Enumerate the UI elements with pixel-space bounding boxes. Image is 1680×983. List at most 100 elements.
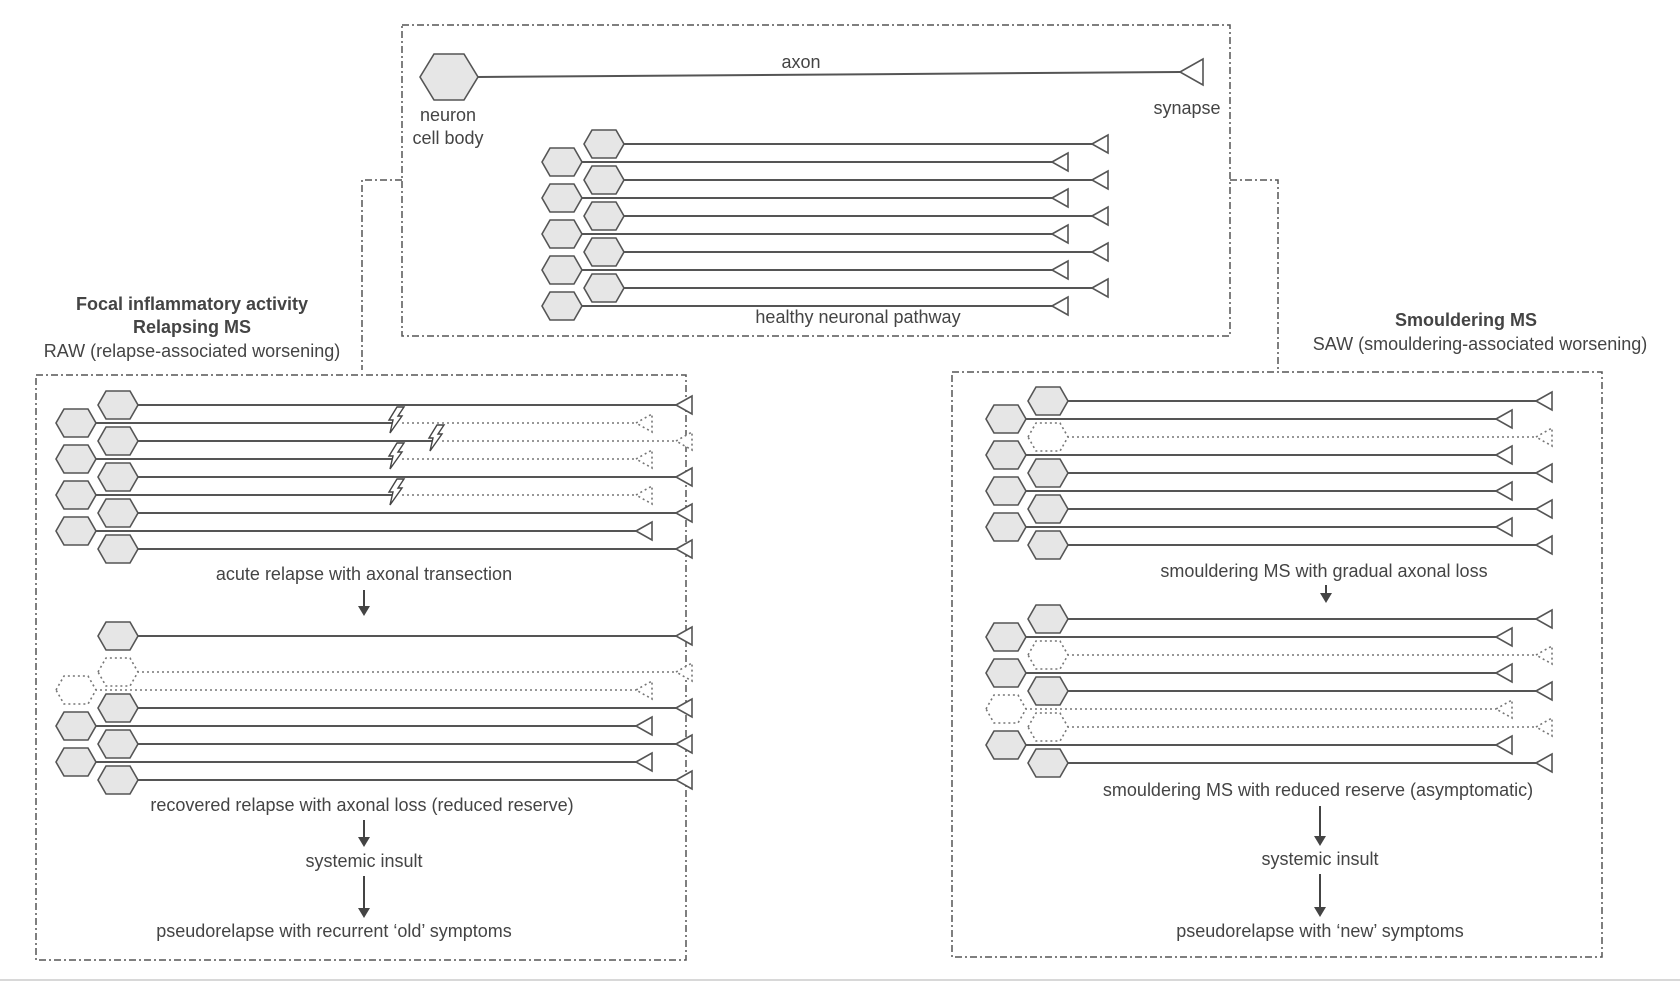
synapse xyxy=(1090,169,1109,191)
arrow-gradual-to-reduced xyxy=(1320,585,1332,603)
lost-synapse xyxy=(634,412,653,434)
relapsing-systemic-insult: systemic insult xyxy=(305,851,422,871)
synapse xyxy=(674,466,693,488)
lost-cell-body xyxy=(55,675,97,705)
cell-body xyxy=(55,747,97,777)
smouldering-subtitle: SAW (smouldering-associated worsening) xyxy=(1313,334,1647,354)
relapsing-title-line1: Focal inflammatory activity xyxy=(76,294,308,314)
recovered-relapse-caption: recovered relapse with axonal loss (redu… xyxy=(150,795,573,815)
relapsing-frame xyxy=(35,374,687,961)
cell-body xyxy=(55,408,97,438)
cell-body xyxy=(583,129,625,159)
acute-relapse-bundle xyxy=(55,390,693,564)
synapse xyxy=(1494,516,1513,538)
acute-relapse-caption: acute relapse with axonal transection xyxy=(216,564,512,584)
lost-cell-body xyxy=(1027,712,1069,742)
lost-cell-body xyxy=(1027,422,1069,452)
synapse xyxy=(674,625,693,647)
right-connector xyxy=(1230,179,1279,370)
cell-body xyxy=(55,480,97,510)
synapse xyxy=(1494,408,1513,430)
cell-body xyxy=(97,765,139,795)
cell-body xyxy=(1027,604,1069,634)
pseudorelapse-new-caption: pseudorelapse with ‘new’ symptoms xyxy=(1176,921,1463,941)
cell-body xyxy=(1027,458,1069,488)
lost-synapse xyxy=(1494,698,1513,720)
lost-synapse xyxy=(674,430,693,452)
cell-body xyxy=(541,291,583,321)
axon-label: axon xyxy=(781,52,820,72)
synapse xyxy=(1090,241,1109,263)
cell-body xyxy=(97,693,139,723)
lost-cell-body xyxy=(97,657,139,687)
cell-body xyxy=(583,201,625,231)
cell-body xyxy=(97,426,139,456)
cell-body xyxy=(97,621,139,651)
relapsing-subtitle: RAW (relapse-associated worsening) xyxy=(44,341,340,361)
lost-cell-body xyxy=(985,694,1027,724)
lost-synapse xyxy=(674,661,693,683)
cell-body xyxy=(1027,530,1069,560)
left-connector xyxy=(361,179,402,370)
cell-body xyxy=(55,711,97,741)
relapsing-title-line2: Relapsing MS xyxy=(133,317,251,337)
cell-body xyxy=(541,255,583,285)
reduced-reserve-caption: smouldering MS with reduced reserve (asy… xyxy=(1103,780,1533,800)
synapse xyxy=(1534,680,1553,702)
lightning-icon xyxy=(387,406,406,434)
synapse xyxy=(674,733,693,755)
cell-body xyxy=(97,534,139,564)
synapse xyxy=(1050,187,1069,209)
cell-body xyxy=(985,658,1027,688)
synapse xyxy=(674,394,693,416)
cell-body xyxy=(97,390,139,420)
cell-body xyxy=(985,512,1027,542)
smouldering-title: Smouldering MS xyxy=(1395,310,1537,330)
synapse xyxy=(1494,444,1513,466)
lost-synapse xyxy=(1534,716,1553,738)
cell-body xyxy=(583,165,625,195)
synapse xyxy=(1534,498,1553,520)
synapse xyxy=(674,697,693,719)
example-synapse xyxy=(1178,57,1204,87)
synapse xyxy=(1534,752,1553,774)
cell-body xyxy=(541,183,583,213)
synapse-label: synapse xyxy=(1153,98,1220,118)
pseudorelapse-old-caption: pseudorelapse with recurrent ‘old’ sympt… xyxy=(156,921,512,941)
synapse xyxy=(1494,734,1513,756)
synapse xyxy=(1050,151,1069,173)
cell-body xyxy=(541,219,583,249)
cell-body xyxy=(97,729,139,759)
cell-body xyxy=(985,476,1027,506)
example-cell-body xyxy=(419,53,479,101)
gradual-loss-bundle xyxy=(985,386,1553,560)
cell-body xyxy=(55,516,97,546)
lost-synapse xyxy=(634,484,653,506)
cell-body xyxy=(583,237,625,267)
smouldering-systemic-insult: systemic insult xyxy=(1261,849,1378,869)
cell-body xyxy=(985,440,1027,470)
cell-body-label: cell body xyxy=(412,128,483,148)
synapse xyxy=(1050,223,1069,245)
synapse xyxy=(1494,626,1513,648)
synapse xyxy=(1050,295,1069,317)
smouldering-frame xyxy=(951,371,1603,958)
reduced-reserve-bundle xyxy=(985,604,1553,778)
lost-synapse xyxy=(1534,644,1553,666)
arrow-insult-to-pseudorelapse-new xyxy=(1314,874,1326,917)
synapse xyxy=(674,502,693,524)
gradual-loss-caption: smouldering MS with gradual axonal loss xyxy=(1160,561,1487,581)
synapse xyxy=(1050,259,1069,281)
cell-body xyxy=(1027,494,1069,524)
lost-cell-body xyxy=(1027,640,1069,670)
healthy-neuron-bundle xyxy=(541,129,1109,321)
cell-body xyxy=(1027,386,1069,416)
lost-synapse xyxy=(634,679,653,701)
synapse xyxy=(674,769,693,791)
synapse xyxy=(634,751,653,773)
cell-body xyxy=(985,730,1027,760)
recovered-relapse-bundle xyxy=(55,621,693,795)
synapse xyxy=(634,520,653,542)
cell-body xyxy=(1027,676,1069,706)
